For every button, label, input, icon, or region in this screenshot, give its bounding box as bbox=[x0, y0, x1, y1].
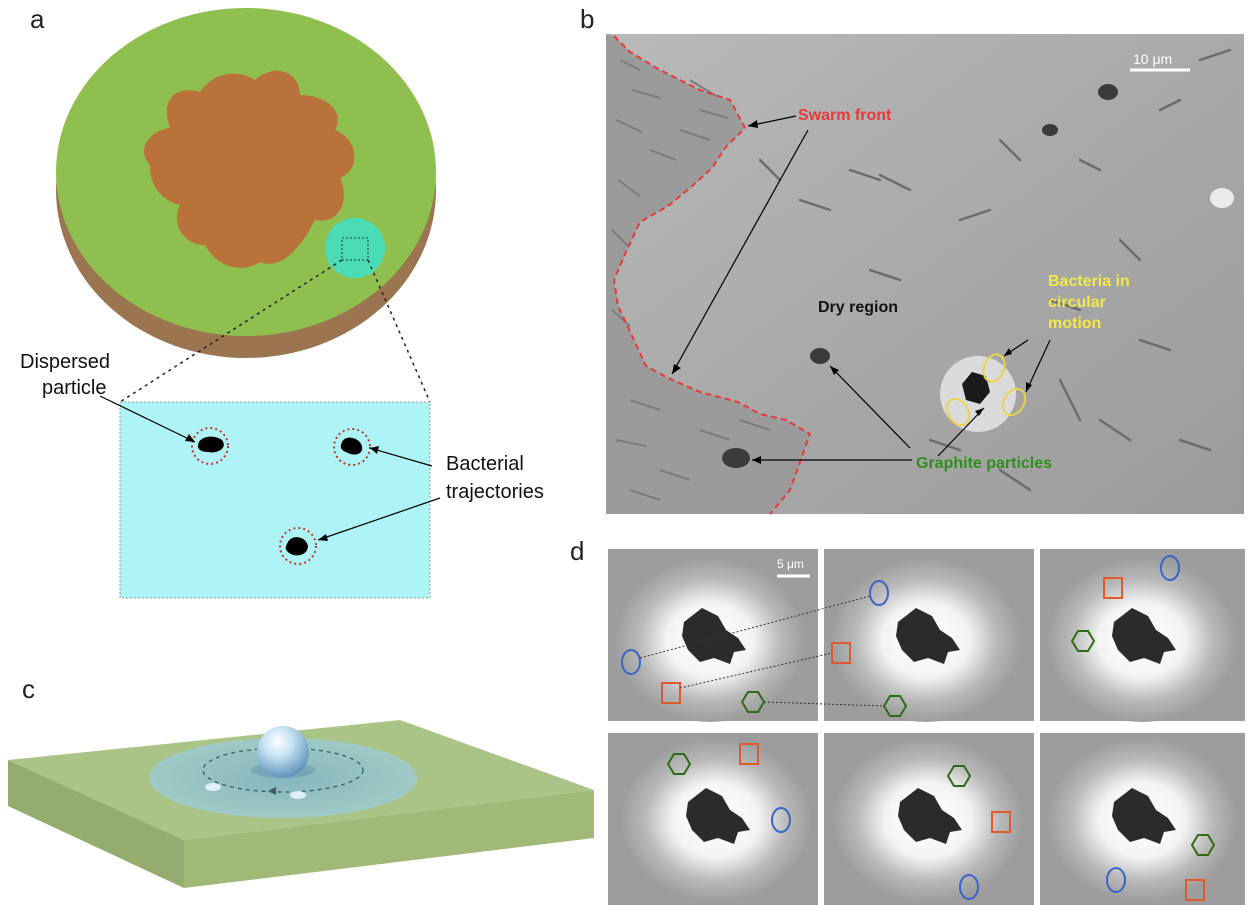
d-link-lines bbox=[639, 595, 885, 707]
d-markers bbox=[621, 555, 1216, 901]
label-trajectories-1: Bacterial bbox=[446, 453, 524, 475]
graphite-particle-3 bbox=[1042, 124, 1058, 136]
scale-label-b: 10 μm bbox=[1133, 51, 1172, 67]
label-dispersed-2: particle bbox=[42, 377, 106, 399]
zoom-line-left bbox=[119, 259, 343, 403]
scale-label-d: 5 μm bbox=[777, 557, 804, 571]
graphite-particle-4 bbox=[1098, 84, 1118, 100]
bacterium-2 bbox=[290, 791, 306, 799]
tile-2 bbox=[824, 549, 1034, 722]
zoom-highlight bbox=[325, 218, 385, 278]
panel-c bbox=[8, 720, 594, 888]
b-arrows bbox=[671, 115, 1051, 461]
circular-bacteria-markers bbox=[945, 353, 1027, 427]
label-circular-2: circular bbox=[1048, 294, 1106, 311]
b-arrowheads bbox=[672, 120, 1032, 464]
label-graphite: Graphite particles bbox=[916, 455, 1052, 472]
zoom-box bbox=[341, 237, 369, 261]
zoom-line-right bbox=[367, 259, 431, 403]
swarm-texture bbox=[611, 59, 771, 501]
tile-6 bbox=[1040, 733, 1245, 905]
panel-b: 10 μm Swarm front Dry region Bacteria in… bbox=[606, 34, 1244, 515]
swarm-colony bbox=[143, 70, 355, 268]
label-trajectories-2: trajectories bbox=[446, 481, 544, 503]
particle-sphere bbox=[257, 726, 309, 778]
panel-letter-b: b bbox=[580, 4, 595, 34]
particle-1 bbox=[191, 427, 229, 465]
tile-5 bbox=[824, 733, 1034, 905]
panel-letter-a: a bbox=[30, 4, 45, 34]
particle-3 bbox=[279, 527, 317, 565]
label-circular-1: Bacteria in bbox=[1048, 273, 1130, 290]
panel-d: 5 μm bbox=[608, 549, 1245, 905]
panel-a: Dispersed particle Bacterial trajectorie… bbox=[20, 8, 544, 599]
tile-1 bbox=[608, 549, 818, 722]
central-graphite bbox=[962, 372, 990, 404]
arrow-dispersed bbox=[99, 395, 196, 443]
label-dry-region: Dry region bbox=[818, 299, 898, 316]
label-dispersed-1: Dispersed bbox=[20, 351, 110, 373]
panel-letter-c: c bbox=[22, 674, 35, 704]
panel-letter-d: d bbox=[570, 536, 585, 566]
graphite-particle-2 bbox=[722, 448, 750, 468]
graphite-particle-1 bbox=[810, 348, 830, 364]
bright-spot bbox=[1210, 188, 1234, 208]
swarm-front-line bbox=[612, 35, 812, 515]
slab-side-left bbox=[8, 760, 184, 888]
arrow-traj-2 bbox=[317, 497, 441, 541]
label-circular-3: motion bbox=[1048, 315, 1101, 332]
zoom-inset bbox=[119, 401, 431, 599]
tile-4 bbox=[608, 733, 818, 905]
slab-side-front bbox=[184, 790, 594, 888]
arrow-traj-1 bbox=[369, 447, 433, 467]
bacteria-scatter bbox=[758, 48, 1232, 492]
bacterium-1 bbox=[205, 783, 221, 791]
label-swarm-front: Swarm front bbox=[798, 107, 892, 124]
swarm-region bbox=[606, 34, 810, 514]
particle-2 bbox=[333, 428, 371, 466]
tile-3 bbox=[1040, 549, 1245, 722]
